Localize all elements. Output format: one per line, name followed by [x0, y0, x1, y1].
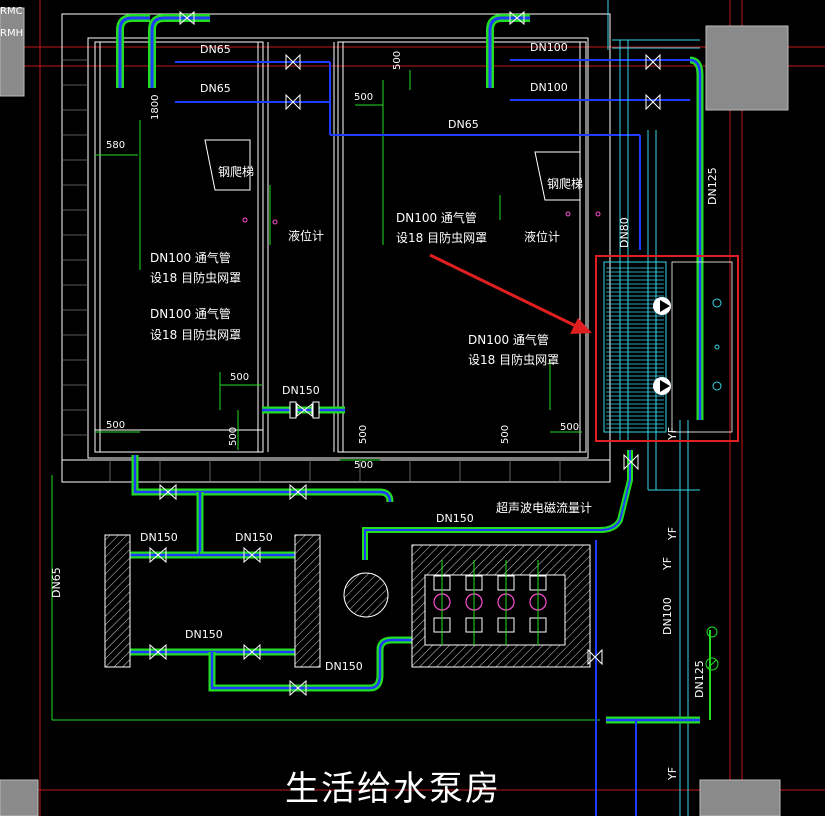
pump-units [433, 560, 547, 645]
corner-labels: RMC RMH [0, 6, 23, 39]
pipe-label: DN150 [140, 531, 178, 544]
pipe-label: DN65 [200, 82, 231, 95]
pipe-label: YF [661, 557, 674, 571]
dim-label: 500 [500, 425, 511, 444]
pipe-label: DN65 [448, 118, 479, 131]
pipe-label: DN150 [282, 384, 320, 397]
inlet-pipes [116, 14, 704, 420]
room-walls [61, 13, 611, 483]
dim-label: 500 [106, 420, 125, 431]
pipe-label: DN150 [235, 531, 273, 544]
vent-note: 设18 目防虫网罩 [396, 230, 487, 245]
dim-label: 500 [354, 92, 373, 103]
water-tank-left [94, 41, 264, 453]
level-markers [242, 211, 601, 225]
pipe-label: YF [666, 427, 679, 441]
pipe-label: DN150 [185, 628, 223, 641]
dim-label: 500 [560, 422, 579, 433]
flowmeter-note: 超声波电磁流量计 [496, 500, 592, 515]
vent-note: 设18 目防虫网罩 [150, 327, 241, 342]
level-note: 液位计 [524, 229, 560, 244]
pipe-label: DN125 [693, 660, 706, 698]
vent-note: DN100 通气管 [150, 250, 231, 265]
water-tank-right [337, 41, 587, 453]
pipe-label: DN100 [530, 81, 568, 94]
pipe-label: DN150 [436, 512, 474, 525]
vent-note: DN100 通气管 [150, 306, 231, 321]
tank-link-pipe [262, 401, 345, 419]
dim-label: 580 [106, 140, 125, 151]
corner-label-rmc: RMC [0, 6, 23, 17]
level-note: 液位计 [288, 228, 324, 243]
pressure-tank [343, 572, 389, 618]
highlighted-equipment [595, 255, 739, 442]
pipe-label: DN65 [50, 567, 63, 598]
pipe-label: DN125 [706, 167, 719, 205]
pipe-label: YF [666, 767, 679, 781]
pipe-label: DN80 [618, 217, 631, 248]
vent-note: DN100 通气管 [468, 332, 549, 347]
cyan-pipes [607, 0, 700, 816]
corner-label-rmh: RMH [0, 28, 23, 39]
pipe-label: DN65 [200, 43, 231, 56]
vent-note: 设18 目防虫网罩 [468, 352, 559, 367]
vent-note: DN100 通气管 [396, 210, 477, 225]
pipe-label: DN150 [325, 660, 363, 673]
dim-label: 500 [228, 427, 239, 446]
ladder-boxes [204, 139, 581, 201]
dim-label: 500 [230, 372, 249, 383]
tank-divider [267, 42, 335, 452]
structural-columns [0, 7, 789, 816]
pipe-label: DN100 [661, 597, 674, 635]
pipe-label: YF [666, 527, 679, 541]
dimension-lines [51, 70, 600, 721]
dim-label: 1800 [150, 95, 161, 120]
dim-label: 500 [354, 460, 373, 471]
dimension-labels: 580 1800 500 500 500 500 500 500 500 500… [106, 51, 579, 471]
highlight-frame [595, 255, 739, 442]
valves [149, 10, 661, 697]
ladder-note: 钢爬梯 [547, 177, 583, 191]
dim-label: 500 [392, 51, 403, 70]
pipe-label: DN100 [530, 41, 568, 54]
pipe-labels: DN65 DN65 DN65 DN100 DN100 DN150 DN150 D… [50, 41, 719, 781]
wall-tiles [62, 59, 561, 482]
page-title: 生活给水泵房 [285, 769, 501, 809]
notes: DN100 通气管 设18 目防虫网罩 DN100 通气管 设18 目防虫网罩 … [150, 165, 592, 515]
vent-note: 设18 目防虫网罩 [150, 270, 241, 285]
dim-label: 500 [358, 425, 369, 444]
ladder-note: 钢爬梯 [218, 165, 254, 179]
pressure-gauge-icon [705, 626, 719, 671]
annotation-arrow [429, 253, 592, 334]
